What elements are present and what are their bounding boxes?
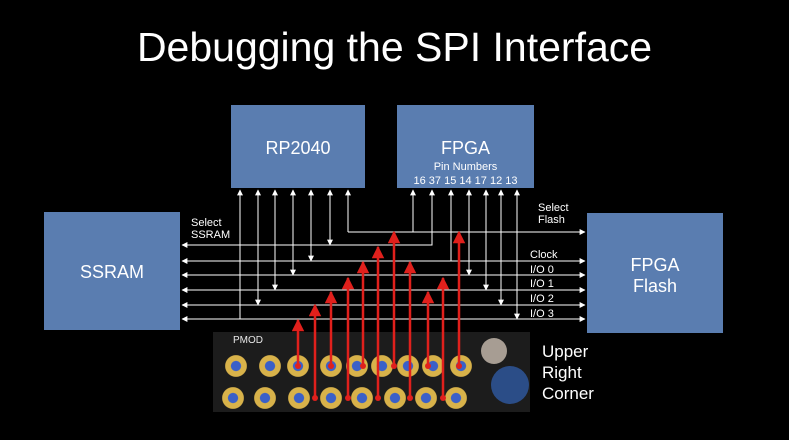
header-pad	[319, 386, 343, 410]
fpga-label: FPGA	[440, 138, 490, 158]
fpga-flash-label-line2: Flash	[632, 276, 677, 296]
header-pad	[253, 386, 277, 410]
header-pad	[414, 386, 438, 410]
pmod-silkscreen: PMOD	[233, 335, 263, 346]
fpga-pin-numbers: 16 37 15 14 17 12 13	[413, 175, 518, 187]
blue-component	[491, 366, 529, 404]
pmod-header-photo: PMOD	[213, 332, 530, 412]
ssram-block: SSRAM	[44, 212, 180, 330]
fpga-flash-label-line1: FPGA	[630, 255, 680, 275]
fpga-flash-block: FPGA Flash	[587, 213, 723, 333]
header-pad	[221, 386, 245, 410]
rp2040-block: RP2040	[231, 105, 365, 188]
header-pad	[383, 386, 407, 410]
page-title: Debugging the SPI Interface	[136, 24, 653, 70]
rp2040-label: RP2040	[265, 138, 331, 158]
fpga-block: FPGA Pin Numbers 16 37 15 14 17 12 13	[397, 105, 534, 188]
select-flash-label: Select Flash	[538, 202, 569, 226]
ssram-label: SSRAM	[79, 262, 144, 282]
header-pad	[444, 386, 468, 410]
header-pad	[258, 354, 282, 378]
probe-lines	[291, 230, 466, 398]
mounting-hole	[481, 338, 507, 364]
header-pad	[396, 354, 420, 378]
bus-lines	[181, 189, 586, 322]
header-pad	[370, 354, 394, 378]
probe-dots	[295, 363, 462, 401]
fpga-select-ssram-wire	[330, 189, 435, 246]
upper-right-corner-label: Upper Right Corner	[542, 342, 594, 403]
fpga-pin-header: Pin Numbers	[433, 161, 498, 173]
header-pad	[287, 386, 311, 410]
header-pad	[224, 354, 248, 378]
header-pad	[350, 386, 374, 410]
select-ssram-label: Select SSRAM	[191, 217, 231, 241]
